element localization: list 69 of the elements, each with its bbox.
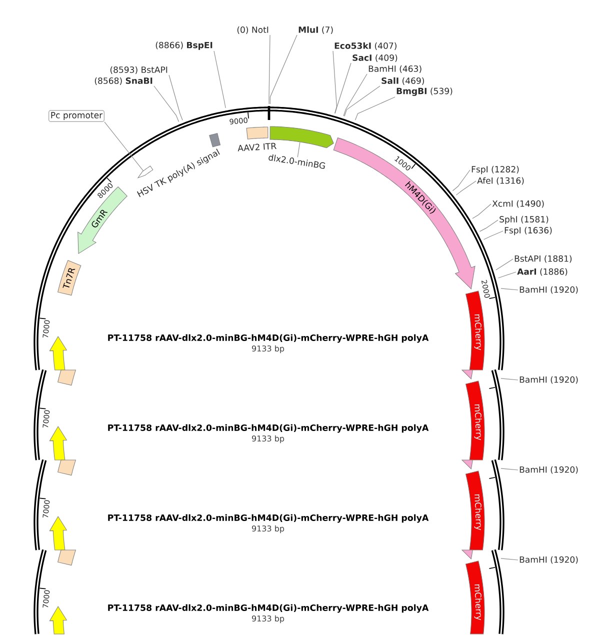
feature-bar: mCherry: [465, 380, 485, 460]
feature-box: Tn7R: [58, 260, 82, 296]
leader-line: [344, 86, 380, 117]
site-label: BstAPI (1881): [514, 255, 572, 263]
site-label: MluI (7): [298, 26, 333, 34]
feature-bar: mCherry: [465, 560, 485, 634]
leader-line: [500, 288, 518, 290]
plasmid-title: PT-11758 rAAV-dlx2.0-minBG-hM4D(Gi)-mCherry-WPRE-hGH polyA: [108, 424, 429, 433]
feature-label: AAV2 ITR: [238, 142, 276, 152]
leader-line: [297, 142, 300, 158]
leader-line: [500, 468, 518, 470]
feature-block: [49, 426, 68, 460]
feature-box: [246, 126, 268, 140]
feature-block: [49, 516, 68, 550]
site-label: AfeI (1316): [477, 177, 524, 185]
site-label: BamHI (1920): [520, 286, 578, 294]
plasmid-title: PT-11758 rAAV-dlx2.0-minBG-hM4D(Gi)-mCherry-WPRE-hGH polyA: [108, 334, 429, 343]
leader-line: [154, 86, 180, 122]
site-label: BamHI (1920): [520, 376, 578, 384]
site-label: (8568) SnaBI: [94, 77, 152, 85]
plasmid-size: 9133 bp: [252, 345, 284, 354]
leader-line: [268, 34, 270, 104]
leader-line: [343, 74, 368, 116]
leader-line: [104, 122, 144, 171]
site-label: BmgBI (539): [396, 88, 452, 96]
leader-line: [484, 230, 504, 240]
plasmid-size: 9133 bp: [252, 615, 284, 624]
site-label: BamHI (1920): [520, 556, 578, 564]
feature-box: [209, 132, 221, 148]
leader-line: [452, 170, 470, 192]
leader-line: [168, 74, 183, 121]
site-label: AarI (1886): [517, 268, 568, 276]
site-label: SacI (409): [352, 54, 398, 62]
leader-line: [214, 50, 226, 108]
feature-box: [58, 550, 76, 566]
leader-line: [456, 180, 476, 196]
leader-line: [332, 50, 337, 114]
feature-label: dlx2.0-minBG: [268, 154, 326, 169]
callout-box: Pc promoter: [48, 110, 104, 122]
plasmid-title: PT-11758 rAAV-dlx2.0-minBG-hM4D(Gi)-mCherry-WPRE-hGH polyA: [108, 514, 429, 523]
plasmid-title: PT-11758 rAAV-dlx2.0-minBG-hM4D(Gi)-mCherry-WPRE-hGH polyA: [108, 604, 429, 613]
feature-box: [58, 460, 76, 476]
site-label: BamHI (1920): [520, 466, 578, 474]
feature-block: [49, 336, 68, 370]
feature-box: [58, 370, 76, 386]
site-label: XcmI (1490): [492, 200, 544, 208]
feature-bar: mCherry: [465, 470, 485, 550]
leader-line: [354, 96, 396, 120]
leader-line: [472, 204, 492, 219]
site-label: FspI (1636): [504, 226, 552, 236]
site-label: SalI (469): [382, 77, 424, 85]
promoter-symbol: [137, 166, 154, 178]
leader-line: [334, 62, 352, 114]
plasmid-size: 9133 bp: [252, 435, 284, 444]
leader-line: [498, 272, 516, 278]
site-label: Eco53kI (407): [334, 42, 396, 50]
feature-block: [49, 606, 68, 634]
leader-line: [479, 220, 498, 232]
leader-line: [500, 558, 518, 560]
feature-bar: mCherry: [465, 290, 485, 370]
site-label: (8593) BstAPI: [110, 66, 168, 74]
plasmid-size: 9133 bp: [252, 525, 284, 534]
site-label: BamHI (463): [368, 65, 422, 73]
site-label: (8866) BspEI: [156, 42, 212, 50]
site-label: SphI (1581): [500, 216, 548, 224]
leader-line: [496, 258, 514, 270]
leader-line: [270, 34, 298, 104]
site-label: (0) NotI: [237, 26, 268, 34]
leader-line: [500, 378, 518, 380]
